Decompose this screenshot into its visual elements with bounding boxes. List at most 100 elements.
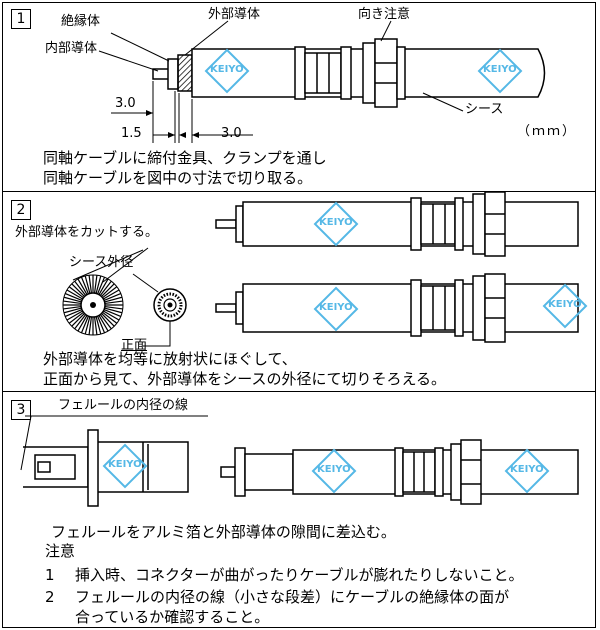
braid-strand	[102, 286, 118, 299]
clamp-body	[304, 52, 342, 94]
label-sheath: シース	[465, 102, 504, 117]
keiyo-watermark-3c	[504, 448, 550, 494]
keiyo-text-3c: KEIYO	[510, 464, 544, 475]
step-2-text-line2: 正面から見て、外部導体をシースの外径にて切りそろえる。	[43, 370, 447, 388]
step-1-text-line2: 同軸ケーブルを図中の寸法で切り取る。	[43, 169, 313, 187]
step-2-panel: 2	[2, 191, 596, 392]
braid-strand	[80, 315, 89, 333]
fitting-nut	[374, 38, 398, 108]
keiyo-text-2b: KEIYO	[548, 299, 582, 310]
keiyo-watermark-2b	[542, 283, 588, 329]
braid-strand	[71, 283, 85, 297]
dimension-3: 3.0	[221, 126, 242, 141]
step-1-text-line1: 同軸ケーブルに締付金具、クランプを通し	[43, 149, 327, 167]
braid-strand	[104, 305, 123, 310]
braid-strand	[101, 283, 115, 297]
step-1-panel: 1	[2, 2, 596, 192]
braid-strand	[68, 286, 84, 299]
trimmed-front-view	[153, 288, 187, 322]
braid-strand	[63, 307, 82, 314]
keiyo-text-2a: KEIYO	[319, 217, 353, 228]
keiyo-watermark-1b	[477, 48, 523, 94]
step-2-text-line1: 外部導体を均等に放射状にほぐして、	[43, 350, 297, 368]
braid-strand	[63, 296, 82, 303]
braid-strand	[104, 296, 123, 303]
braid-strand	[65, 309, 83, 318]
keiyo-text-1a: KEIYO	[210, 64, 244, 75]
braid-strand	[98, 278, 109, 295]
step-1-cable-drawing	[98, 20, 546, 143]
keiyo-text-3b: KEIYO	[317, 464, 351, 475]
keiyo-watermark-3b	[311, 448, 357, 494]
step-number-1: 1	[11, 9, 31, 29]
braid-strand	[80, 277, 89, 295]
braid-strand	[65, 292, 83, 301]
note-2-text-cont: 合っているか確認すること。	[75, 608, 270, 626]
insulator	[167, 58, 179, 90]
note-1-number: 1	[45, 566, 55, 584]
braid-strand	[104, 307, 123, 314]
keiyo-watermark-2c	[313, 286, 359, 332]
braid-strand	[103, 309, 121, 318]
keiyo-watermark-3a	[102, 443, 148, 489]
label-inner-conductor: 内部導体	[45, 41, 98, 56]
note-1-text: 挿入時、コネクターが曲がったりケーブルが膨れたりしないこと。	[75, 566, 524, 584]
braid-strand	[88, 316, 93, 335]
clamp-ring-1	[294, 46, 306, 100]
braid-strand	[103, 292, 121, 301]
braid-strand	[103, 289, 120, 300]
dimension-2: 1.5	[121, 126, 142, 141]
fitting-ring	[362, 42, 376, 104]
step-3-panel: 3 フェルールの内径の線 KE	[2, 391, 596, 628]
enlarged-ferrule	[34, 454, 76, 480]
step-number-3: 3	[11, 400, 31, 420]
note-2-number: 2	[45, 588, 55, 606]
braid-strand	[95, 275, 102, 294]
braid-strand	[98, 315, 109, 332]
braid-strand	[63, 305, 82, 310]
keiyo-text-3a: KEIYO	[108, 459, 142, 470]
step-3-cable-drawing	[20, 415, 579, 507]
step-2-cable-drawing	[62, 192, 588, 347]
label-ferrule-inner-line: フェルールの内径の線	[58, 398, 189, 413]
braid-strand	[99, 314, 112, 330]
braid-strand	[97, 277, 106, 295]
braid-strand	[66, 310, 83, 321]
braid-strand	[102, 311, 118, 324]
braid-strand	[93, 275, 98, 294]
braid-strand	[63, 300, 82, 305]
braid-strand	[77, 278, 88, 295]
braid-strand	[71, 313, 85, 327]
braid-strand	[95, 316, 102, 335]
braid-strand	[66, 289, 83, 300]
flared-braid-front-view	[62, 274, 124, 336]
step-number-2: 2	[11, 200, 31, 220]
outer-braid	[177, 54, 193, 92]
note-2-text: フェルールの内径の線（小さな段差）にケーブルの絶縁体の面が	[75, 588, 510, 606]
braid-strand	[99, 280, 112, 296]
label-front: 正面	[121, 338, 148, 353]
enlarged-pin	[37, 461, 51, 473]
braid-strand	[84, 316, 91, 335]
label-insulator: 絶縁体	[61, 14, 101, 29]
note-title: 注意	[45, 542, 76, 560]
braid-strand	[104, 300, 123, 305]
braid-strand	[101, 313, 115, 327]
keiyo-text-2c: KEIYO	[319, 302, 353, 313]
label-outer-conductor: 外部導体	[208, 7, 261, 22]
braid-strand	[74, 280, 87, 296]
braid-strand	[103, 310, 120, 321]
step-3-text-line1: フェルールをアルミ箔と外部導体の隙間に差込む。	[51, 523, 396, 541]
braid-strand	[84, 275, 91, 294]
label-sheath-od: シース外径	[69, 255, 134, 270]
keiyo-text-1b: KEIYO	[483, 64, 517, 75]
braid-strand	[68, 311, 84, 324]
label-cut-outer-conductor: 外部導体をカットする。	[15, 225, 159, 240]
braid-strand	[88, 275, 93, 294]
label-orientation-note: 向き注意	[358, 7, 411, 22]
braid-strand	[74, 314, 87, 330]
braid-strand	[97, 315, 106, 333]
keiyo-watermark-1a	[204, 48, 250, 94]
dimension-1: 3.0	[115, 96, 136, 111]
keiyo-watermark-2a	[313, 201, 359, 247]
